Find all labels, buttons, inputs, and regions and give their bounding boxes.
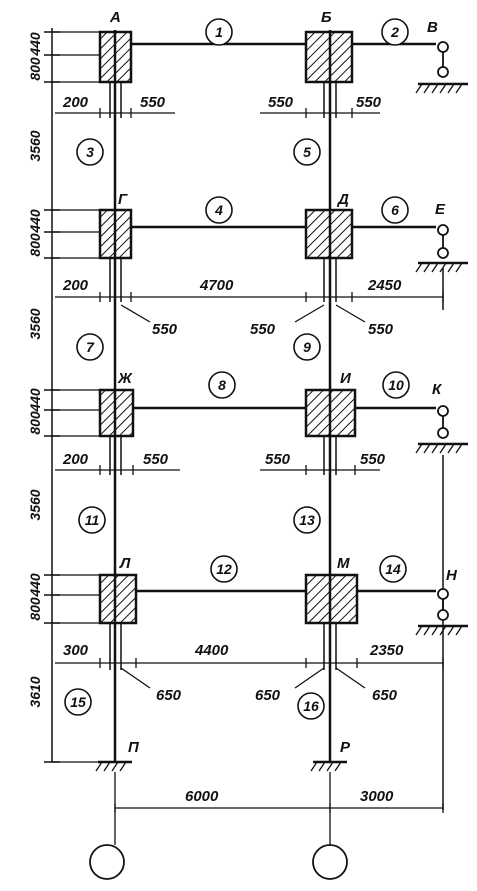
member-2: 2 [390, 24, 399, 40]
dim-l2-right-a: 550 [250, 321, 276, 338]
hatched-joints [98, 30, 359, 625]
fixed-support-r [310, 760, 347, 772]
roller-support-e [415, 224, 468, 273]
dim-story-3-height: 3560 [27, 489, 43, 520]
dim-l4-right-span: 2350 [369, 642, 404, 659]
dim-l2-left-a: 200 [62, 277, 89, 294]
horizontal-dimension-labels: 200 550 550 550 200 4700 2450 550 550 55… [62, 94, 404, 805]
grid-axes [89, 772, 348, 880]
node-label-a: А [109, 9, 121, 26]
node-label-e: Е [435, 201, 446, 218]
dim-level-3-top: 440 [27, 388, 43, 413]
node-labels: А Б В Г Д Е Ж И К Л М Н П Р [109, 9, 458, 756]
member-number-circles [64, 18, 410, 720]
dim-l2-span: 4700 [199, 277, 234, 294]
node-label-r: Р [340, 739, 351, 756]
dim-l2-left-b: 550 [152, 321, 178, 338]
joint-d [304, 208, 354, 260]
fixed-support-p [95, 760, 132, 772]
dim-base-span-main: 6000 [185, 788, 219, 805]
dim-l4-left-a: 300 [63, 642, 89, 659]
member-13: 13 [299, 512, 315, 528]
node-label-i: И [340, 370, 352, 387]
joint-b [304, 30, 354, 84]
dim-l1-left-b: 550 [140, 94, 166, 111]
member-6: 6 [391, 202, 399, 218]
dim-base-span-right: 3000 [360, 788, 394, 805]
member-7: 7 [86, 339, 95, 355]
node-label-g: Г [118, 191, 128, 208]
dim-level-4-top: 440 [27, 573, 43, 598]
member-4: 4 [214, 202, 223, 218]
member-15: 15 [70, 694, 86, 710]
member-3: 3 [86, 144, 94, 160]
member-9: 9 [303, 339, 311, 355]
roller-support-v [415, 41, 468, 94]
dim-story-4-height: 3610 [27, 676, 43, 707]
node-label-m: М [337, 555, 350, 572]
dim-story-1-height: 3560 [27, 130, 43, 161]
joint-zh [98, 388, 135, 438]
member-8: 8 [218, 377, 226, 393]
dim-l1-left-a: 200 [62, 94, 89, 111]
vertical-dimension-labels: 440 800 3560 440 800 3560 440 800 3560 4… [27, 32, 43, 707]
fixed-supports [95, 760, 347, 772]
node-label-b: Б [321, 9, 332, 26]
dim-level-4-bottom: 800 [27, 597, 43, 621]
joint-i [304, 388, 357, 438]
member-1: 1 [215, 24, 223, 40]
joint-l [98, 573, 138, 625]
roller-support-n [415, 588, 468, 636]
dim-l3-right-b: 550 [360, 451, 386, 468]
member-number-labels: 1 2 3 5 4 6 7 9 8 10 11 13 12 14 15 16 [70, 24, 404, 714]
roller-support-k [415, 405, 468, 454]
horizontal-dimension-lines [55, 108, 444, 813]
left-dimension-line [44, 28, 60, 763]
dim-level-1-bottom: 800 [27, 57, 43, 81]
joint-a [98, 30, 133, 84]
joint-g [98, 208, 133, 260]
axis-bubble-left [89, 844, 125, 880]
dim-level-2-bottom: 800 [27, 233, 43, 257]
dim-l3-left-b: 550 [143, 451, 169, 468]
node-label-v: В [427, 19, 438, 36]
member-5: 5 [303, 144, 311, 160]
dim-l2-right-b: 550 [368, 321, 394, 338]
dim-l4-span: 4400 [194, 642, 229, 659]
node-label-p: П [128, 739, 140, 756]
node-label-l: Л [119, 555, 131, 572]
dim-l1-right-a: 550 [268, 94, 294, 111]
dim-level-2-top: 440 [27, 209, 43, 234]
member-12: 12 [216, 561, 232, 577]
node-label-k: К [432, 381, 443, 398]
dim-story-2-height: 3560 [27, 308, 43, 339]
dim-l4-right-a: 650 [255, 687, 281, 704]
column-stubs [109, 82, 337, 670]
member-16: 16 [303, 698, 319, 714]
dim-l3-right-a: 550 [265, 451, 291, 468]
member-11: 11 [85, 512, 100, 528]
node-label-zh: Ж [117, 370, 133, 387]
node-label-n: Н [446, 567, 458, 584]
member-14: 14 [385, 561, 401, 577]
member-10: 10 [388, 377, 404, 393]
dim-l2-right-span: 2450 [367, 277, 402, 294]
dim-l4-left-b: 650 [156, 687, 182, 704]
dim-l1-right-b: 550 [356, 94, 382, 111]
node-label-d: Д [336, 191, 349, 208]
dim-l3-left-a: 200 [62, 451, 89, 468]
joint-m [304, 573, 359, 625]
dim-l4-right-b: 650 [372, 687, 398, 704]
dim-level-1-top: 440 [27, 32, 43, 57]
axis-bubble-right [312, 844, 348, 880]
roller-supports [415, 41, 468, 636]
dim-level-3-bottom: 800 [27, 411, 43, 435]
